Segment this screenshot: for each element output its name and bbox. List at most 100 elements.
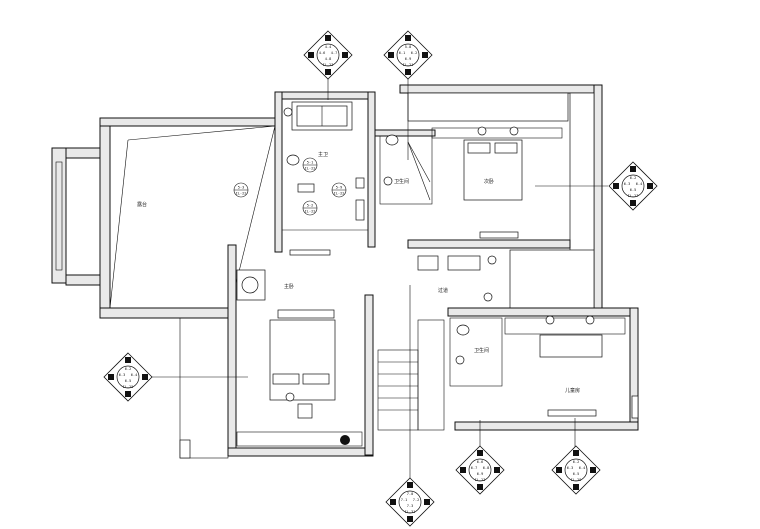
small-tag-label: IL-22 — [305, 210, 316, 214]
marker-label: 6-5 — [125, 379, 132, 383]
marker-label: 6-2 — [411, 51, 418, 55]
marker-label: IL-23 — [323, 63, 334, 67]
marker-label: 6-5 — [630, 188, 637, 192]
marker-label: 7-2 — [413, 498, 420, 502]
small-tag-label: 5-9 — [336, 186, 343, 190]
marker-pointer — [477, 484, 483, 490]
marker-circle — [116, 365, 140, 389]
marker-pointer — [573, 484, 579, 490]
bath-2-area — [374, 129, 436, 205]
marker-label: IL-25 — [123, 385, 134, 389]
marker-pointer — [342, 52, 348, 58]
marker-label: 7-0 — [407, 492, 414, 496]
marker-label: 4-7 — [331, 51, 338, 55]
bedroom-2-area — [399, 84, 608, 316]
marker-label: 4-6 — [319, 51, 326, 55]
marker-label: 6-1 — [399, 51, 406, 55]
elevation-marker: 5-8 6-1 6-2 6-9IL-21 — [383, 30, 433, 80]
marker-label: IL-29 — [571, 478, 582, 482]
marker-pointer — [125, 391, 131, 397]
marker-pointer — [494, 467, 500, 473]
marker-pointer — [590, 467, 596, 473]
marker-pointer — [325, 35, 331, 41]
marker-pointer — [308, 52, 314, 58]
room-label-bedroom-3: 儿童房 — [565, 387, 580, 394]
marker-pointer — [460, 467, 466, 473]
marker-circle — [621, 174, 645, 198]
room-label-master-bath: 主卫 — [318, 151, 328, 158]
elevation-marker: 4-4 4-6 4-7 4-8IL-23 — [303, 30, 353, 80]
marker-label: 7-3 — [407, 504, 414, 508]
small-tag-label: IL-22 — [334, 192, 345, 196]
marker-pointer — [573, 450, 579, 456]
marker-pointer — [556, 467, 562, 473]
marker-pointer — [424, 499, 430, 505]
marker-label: 6-2 — [630, 176, 637, 180]
room-label-hall: 过道 — [438, 287, 448, 294]
marker-label: 6-2 — [125, 367, 132, 371]
room-labels: 露台 主卫 卫生间 次卧 主卧 过道 卫生间 儿童房 — [137, 151, 580, 394]
small-tag-label: 5-2 — [307, 204, 314, 208]
marker-label: IL-31 — [405, 510, 416, 514]
room-label-bedroom-2: 次卧 — [484, 178, 494, 185]
marker-label: 7-1 — [401, 498, 408, 502]
small-tag-label: IL-22 — [305, 167, 316, 171]
marker-circle — [398, 490, 422, 514]
elevation-marker: 6-2 6-3 6-4 6-5IL-27 — [608, 161, 658, 211]
marker-pointer — [142, 374, 148, 380]
deck-slats — [407, 92, 595, 314]
marker-circle — [316, 43, 340, 67]
small-tags: 5-1IL-225-2IL-225-3IL-225-9IL-22 — [233, 157, 347, 216]
small-tag: 5-3IL-22 — [233, 182, 249, 198]
marker-label: 4-8 — [325, 57, 332, 61]
master-bedroom-area — [150, 244, 374, 459]
marker-pointer — [422, 52, 428, 58]
marker-label: 6-9 — [477, 472, 484, 476]
marker-pointer — [647, 183, 653, 189]
marker-circle — [468, 458, 492, 482]
hall-area — [377, 255, 497, 435]
room-label-bath-2: 卫生间 — [394, 178, 409, 185]
small-tag: 5-1IL-22 — [302, 157, 318, 173]
marker-label: 6-2 — [573, 460, 580, 464]
marker-label: 6-7 — [471, 466, 478, 470]
elevation-marker: 7-0 7-1 7-2 7-3IL-31 — [385, 477, 435, 527]
marker-label: 6-8 — [483, 466, 490, 470]
marker-pointer — [325, 69, 331, 75]
marker-label: 6-4 — [636, 182, 643, 186]
marker-label: 6-3 — [624, 182, 631, 186]
marker-label: 4-4 — [325, 45, 332, 49]
marker-pointer — [405, 35, 411, 41]
marker-label: 6-3 — [119, 373, 126, 377]
marker-label: IL-21 — [403, 63, 414, 67]
marker-pointer — [390, 499, 396, 505]
marker-pointer — [407, 516, 413, 522]
bedroom-3-area — [454, 307, 639, 431]
marker-label: 6-6 — [477, 460, 484, 464]
marker-pointer — [125, 357, 131, 363]
room-label-terrace: 露台 — [137, 201, 147, 208]
marker-pointer — [407, 482, 413, 488]
marker-label: 6-4 — [579, 466, 586, 470]
marker-pointer — [630, 166, 636, 172]
elevation-marker: 6-2 6-3 6-4 6-5IL-25 — [103, 352, 153, 402]
marker-circle — [564, 458, 588, 482]
room-label-master-bedroom: 主卧 — [284, 283, 294, 290]
marker-label: 6-9 — [405, 57, 412, 61]
marker-label: IL-27 — [628, 194, 639, 198]
marker-label: 6-3 — [567, 466, 574, 470]
small-tag: 5-2IL-22 — [302, 200, 318, 216]
small-tag-label: IL-22 — [236, 192, 247, 196]
marker-pointer — [405, 69, 411, 75]
marker-circle — [396, 43, 420, 67]
marker-pointer — [613, 183, 619, 189]
marker-label: 5-8 — [405, 45, 412, 49]
small-tag-label: 5-1 — [307, 161, 314, 165]
room-label-bath-3: 卫生间 — [474, 347, 489, 354]
terrace-area — [51, 117, 276, 319]
marker-label: 6-4 — [131, 373, 138, 377]
